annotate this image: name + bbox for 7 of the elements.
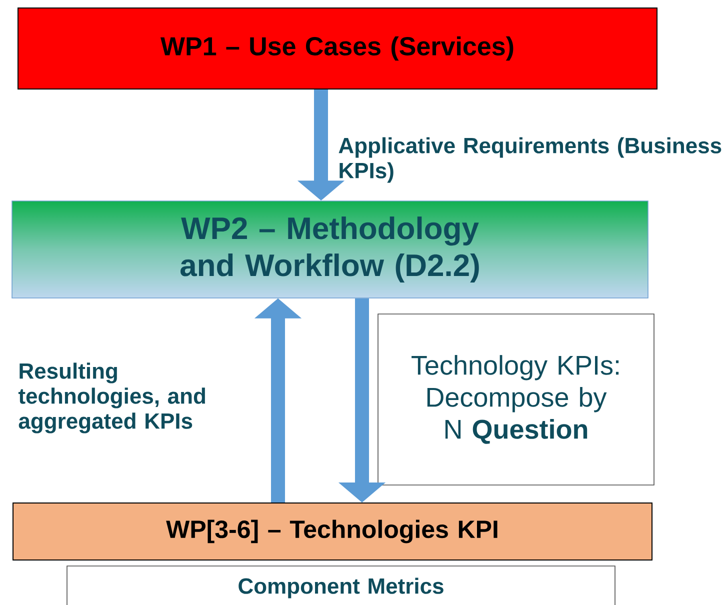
process-box: WP[3-6] – Technologies KPI bbox=[12, 502, 652, 560]
edge-label: Resulting technologies, and aggregated KPIs bbox=[18, 362, 206, 434]
text-box: Component Metrics bbox=[66, 566, 616, 605]
edge-label: Applicative Requirements (Business KPIs) bbox=[338, 137, 722, 183]
process-box: WP2 – Methodology and Workflow (D2.2) bbox=[12, 200, 648, 298]
text-box: Technology KPIs: Decompose by N Question bbox=[378, 314, 654, 486]
title-box: WP1 – Use Cases (Services) bbox=[18, 8, 658, 90]
